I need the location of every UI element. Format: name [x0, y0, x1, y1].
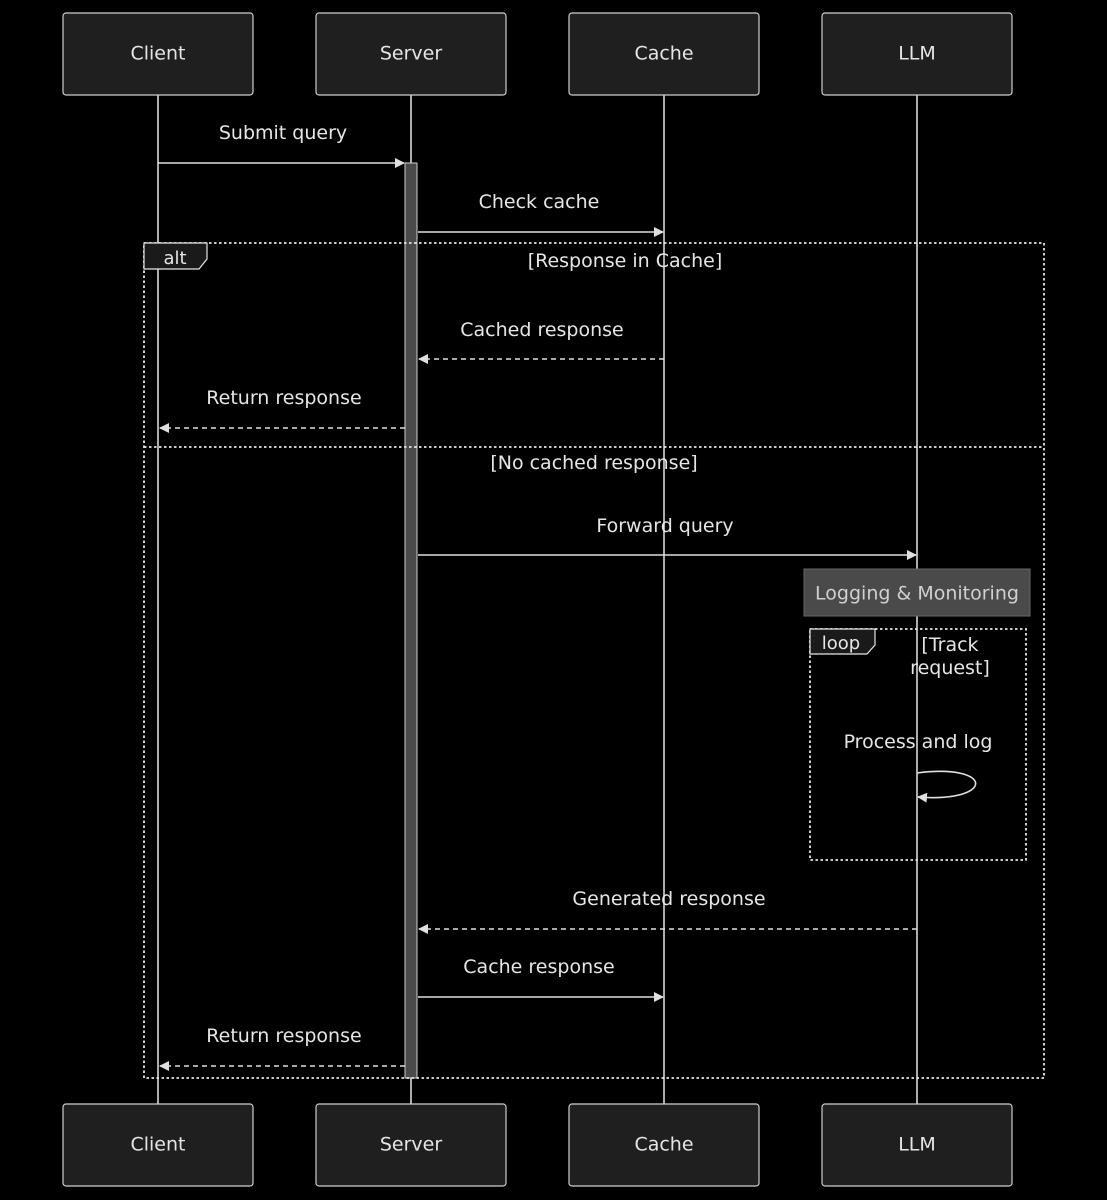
message-label-return-response-1: Return response — [206, 387, 361, 409]
actor-box — [821, 12, 1013, 96]
loop-condition-line-2: request] — [910, 657, 990, 679]
loop-frame: loop [Track request] — [809, 628, 1027, 861]
loop-condition-line-1: [Track — [921, 634, 978, 656]
actor-label: Cache — [634, 43, 693, 65]
message-arrow-process-and-log — [916, 770, 977, 803]
actor-top-llm: LLM — [821, 12, 1013, 96]
loop-frame-tab — [809, 628, 876, 655]
loop-frame-label: loop — [822, 633, 860, 654]
actor-bottom-llm: LLM — [821, 1103, 1013, 1187]
actor-label: Server — [380, 1134, 442, 1156]
actor-label: LLM — [898, 43, 936, 65]
alt-frame-border — [143, 242, 1045, 1079]
message-label-process-and-log: Process and log — [844, 731, 993, 753]
actor-top-client: Client — [62, 12, 254, 96]
actor-box — [62, 12, 254, 96]
actor-bottom-server: Server — [315, 1103, 507, 1187]
server-activation-bar — [404, 162, 418, 1079]
alt-condition-no-cache: [No cached response] — [490, 452, 697, 474]
actor-top-server: Server — [315, 12, 507, 96]
message-label-forward-query: Forward query — [596, 515, 733, 537]
actor-label: Cache — [634, 1134, 693, 1156]
message-label-cached-response: Cached response — [460, 319, 624, 341]
actor-box — [568, 1103, 760, 1187]
note-text: Logging & Monitoring — [815, 583, 1019, 605]
actor-box — [568, 12, 760, 96]
actor-label: Server — [380, 43, 442, 65]
note-box — [803, 568, 1031, 617]
alt-frame: alt [Response in Cache] [No cached respo… — [143, 242, 1045, 1079]
actor-box — [315, 1103, 507, 1187]
actor-label: Client — [130, 43, 185, 65]
actor-box — [315, 12, 507, 96]
note-logging-monitoring: Logging & Monitoring — [803, 568, 1031, 617]
actor-box — [821, 1103, 1013, 1187]
actor-label: LLM — [898, 1134, 936, 1156]
loop-frame-border — [809, 628, 1027, 861]
message-label-check-cache: Check cache — [479, 191, 600, 213]
alt-frame-tab — [143, 242, 208, 270]
alt-condition-cached: [Response in Cache] — [528, 250, 723, 272]
message-label-return-response-2: Return response — [206, 1025, 361, 1047]
message-label-cache-response: Cache response — [463, 956, 614, 978]
actor-bottom-cache: Cache — [568, 1103, 760, 1187]
actor-bottom-client: Client — [62, 1103, 254, 1187]
alt-frame-label: alt — [163, 248, 186, 269]
actor-top-cache: Cache — [568, 12, 760, 96]
message-label-generated-response: Generated response — [572, 888, 765, 910]
actor-label: Client — [130, 1134, 185, 1156]
actor-box — [62, 1103, 254, 1187]
message-label-submit-query: Submit query — [219, 122, 347, 144]
